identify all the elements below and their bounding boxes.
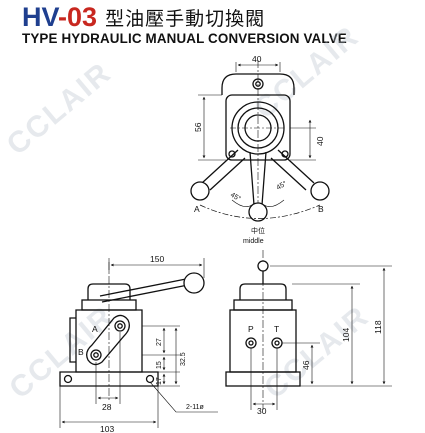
top-label-a: A (194, 204, 200, 214)
front-dim-150: 150 (150, 254, 164, 264)
front-dim-27: 27 (156, 338, 163, 346)
side-dim-46: 46 (301, 360, 311, 370)
side-label-t: T (274, 324, 279, 334)
model-number: HV-03 (22, 2, 97, 32)
side-label-p: P (248, 324, 254, 334)
side-dim-104: 104 (341, 328, 351, 342)
top-label-b: B (318, 204, 324, 214)
front-view (59, 258, 218, 428)
front-label-b: B (78, 347, 84, 357)
front-label-a: A (92, 324, 98, 334)
model-prefix: HV (22, 2, 59, 32)
top-dim-56: 56 (193, 122, 203, 132)
top-view (190, 60, 330, 222)
model-suffix: -03 (58, 2, 98, 32)
front-view-labels: 150 A B 27 32.5 15 17 28 103 2-11ø (78, 254, 204, 433)
top-angle-right: 45° (275, 179, 288, 191)
top-dim-40-right: 40 (315, 136, 325, 146)
front-dim-15: 15 (156, 361, 163, 369)
watermark-4: CCLAIR (258, 300, 375, 406)
top-dim-40: 40 (252, 54, 262, 64)
front-dim-103: 103 (100, 424, 114, 433)
side-dim-30: 30 (257, 406, 267, 416)
front-dim-holes: 2-11ø (186, 404, 204, 411)
watermark-3: CCLAIR (3, 300, 120, 406)
side-view (225, 250, 392, 410)
top-view-labels: 40 56 40 45° 45° A B 中位 middle (193, 54, 325, 245)
side-view-labels: P T 104 118 46 30 (248, 320, 383, 416)
side-dim-118: 118 (373, 320, 383, 334)
watermark-1: CCLAIR (1, 56, 118, 162)
top-angle-left: 45° (229, 191, 242, 203)
front-dim-28: 28 (102, 402, 112, 412)
middle-label-cn: 中位 (251, 226, 265, 235)
front-dim-17: 17 (156, 377, 163, 385)
front-dim-32-5: 32.5 (180, 352, 187, 366)
title-row: HV-03 型油壓手動切換閥 (22, 2, 265, 32)
middle-label-en: middle (243, 238, 264, 245)
english-title: TYPE HYDRAULIC MANUAL CONVERSION VALVE (22, 31, 347, 46)
chinese-title: 型油壓手動切換閥 (105, 8, 266, 30)
